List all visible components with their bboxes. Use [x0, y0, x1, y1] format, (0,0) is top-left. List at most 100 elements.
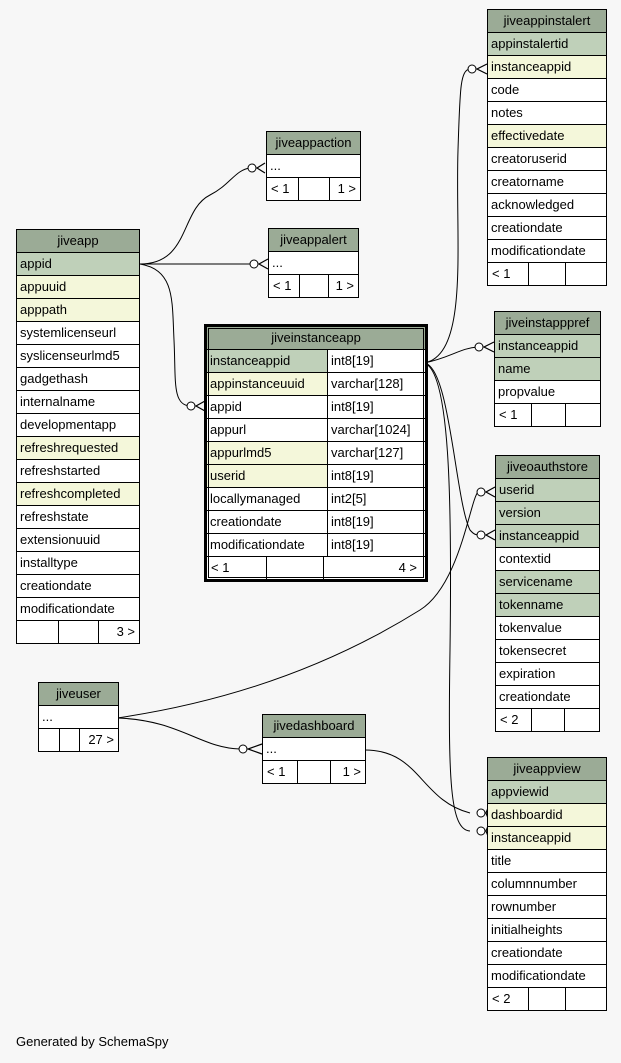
column-row[interactable]: internalname [17, 391, 139, 414]
table-header[interactable]: jiveappview [488, 758, 606, 781]
parent-count[interactable]: < 1 [267, 178, 299, 200]
column-row[interactable]: syslicenseurlmd5 [17, 345, 139, 368]
column-row[interactable]: ... [267, 155, 360, 178]
parent-count[interactable]: < 2 [496, 709, 532, 731]
table-header[interactable]: jiveappinstalert [488, 10, 606, 33]
column-row[interactable]: creationdate [496, 686, 599, 709]
column-row[interactable]: creatoruserid [488, 148, 606, 171]
child-count[interactable]: 1 > [337, 181, 356, 196]
table-header[interactable]: jiveinstanceapp [207, 327, 425, 350]
column-name: name [495, 358, 600, 380]
column-row[interactable]: expiration [496, 663, 599, 686]
column-row[interactable]: developmentapp [17, 414, 139, 437]
column-row[interactable]: creationdate [488, 942, 606, 965]
column-row[interactable]: apppath [17, 299, 139, 322]
column-row[interactable]: instanceappid [495, 335, 600, 358]
column-row[interactable]: servicename [496, 571, 599, 594]
column-row[interactable]: modificationdate [488, 965, 606, 988]
column-row[interactable]: appid [17, 253, 139, 276]
table-header[interactable]: jiveappalert [269, 229, 358, 252]
table-header[interactable]: jiveappaction [267, 132, 360, 155]
parent-count[interactable]: < 2 [488, 988, 529, 1010]
column-row[interactable]: ... [39, 706, 118, 729]
child-count[interactable]: 1 > [335, 278, 354, 293]
column-row[interactable]: tokensecret [496, 640, 599, 663]
column-name: appurlmd5 [207, 442, 328, 464]
column-row[interactable]: dashboardid [488, 804, 606, 827]
column-row[interactable]: instanceappid [496, 525, 599, 548]
column-type: int8[19] [331, 468, 374, 483]
edge-instanceapp-oauthstore [423, 362, 483, 536]
column-row[interactable]: refreshstate [17, 506, 139, 529]
table-header[interactable]: jiveapp [17, 230, 139, 253]
column-row[interactable]: refreshstarted [17, 460, 139, 483]
column-row[interactable]: instanceappid [488, 827, 606, 850]
column-row[interactable]: notes [488, 102, 606, 125]
table-header[interactable]: jiveinstapppref [495, 312, 600, 335]
column-row[interactable]: tokenvalue [496, 617, 599, 640]
column-row[interactable]: systemlicenseurl [17, 322, 139, 345]
parent-count[interactable]: < 1 [269, 275, 300, 297]
parent-count[interactable]: < 1 [488, 263, 529, 285]
column-row[interactable]: refreshrequested [17, 437, 139, 460]
column-row[interactable]: creationdate [17, 575, 139, 598]
table-jiveappaction[interactable]: jiveappaction...< 1 1 > [266, 131, 361, 201]
column-row[interactable]: appviewid [488, 781, 606, 804]
column-row[interactable]: title [488, 850, 606, 873]
column-row[interactable]: contextid [496, 548, 599, 571]
column-row[interactable]: columnnumber [488, 873, 606, 896]
child-count[interactable]: 27 > [88, 732, 114, 747]
column-row[interactable]: creationdate [488, 217, 606, 240]
table-header[interactable]: jiveuser [39, 683, 118, 706]
column-row[interactable]: tokenname [496, 594, 599, 617]
column-row[interactable]: modificationdate [17, 598, 139, 621]
column-row[interactable]: creatorname [488, 171, 606, 194]
column-row[interactable]: appuuid [17, 276, 139, 299]
column-row[interactable]: propvalue [495, 381, 600, 404]
column-row[interactable]: name [495, 358, 600, 381]
table-header[interactable]: jivedashboard [263, 715, 365, 738]
table-jiveuser[interactable]: jiveuser... 27 > [38, 682, 119, 752]
column-row[interactable]: appinstalertid [488, 33, 606, 56]
column-row[interactable]: version [496, 502, 599, 525]
parent-count[interactable]: < 1 [207, 557, 267, 579]
column-name: tokenvalue [499, 620, 562, 635]
child-count[interactable]: 3 > [116, 624, 135, 639]
column-row[interactable]: initialheights [488, 919, 606, 942]
parent-count[interactable]: < 1 [495, 404, 532, 426]
table-jivedashboard[interactable]: jivedashboard...< 1 1 > [262, 714, 366, 784]
column-row[interactable]: ... [269, 252, 358, 275]
column-row[interactable]: ... [263, 738, 365, 761]
column-row[interactable]: rownumber [488, 896, 606, 919]
column-row[interactable]: effectivedate [488, 125, 606, 148]
column-row[interactable]: code [488, 79, 606, 102]
child-count[interactable]: 4 > [398, 560, 417, 575]
parent-count[interactable]: < 1 [263, 761, 298, 783]
table-header[interactable]: jiveoauthstore [496, 456, 599, 479]
column-row[interactable]: userid [496, 479, 599, 502]
column-row[interactable]: modificationdate [488, 240, 606, 263]
child-count[interactable]: 1 > [342, 764, 361, 779]
column-row[interactable]: extensionuuid [17, 529, 139, 552]
column-row[interactable]: gadgethash [17, 368, 139, 391]
column-row[interactable]: acknowledged [488, 194, 606, 217]
column-row[interactable]: instanceappid [488, 56, 606, 79]
column-row[interactable]: refreshcompleted [17, 483, 139, 506]
column-row[interactable]: installtype [17, 552, 139, 575]
table-jiveappalert[interactable]: jiveappalert...< 1 1 > [268, 228, 359, 298]
